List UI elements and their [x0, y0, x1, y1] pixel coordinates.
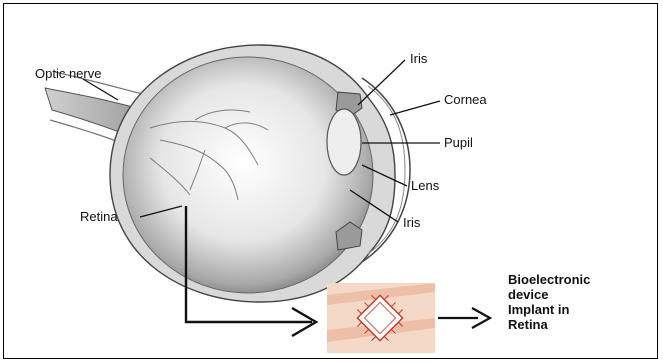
label-iris-top: Iris — [410, 52, 427, 65]
label-optic-nerve: Optic nerve — [35, 67, 101, 80]
label-lens: Lens — [411, 179, 439, 192]
device-caption-line: Retina — [508, 317, 590, 332]
device-caption-line: Implant in — [508, 302, 590, 317]
label-iris-bottom: Iris — [403, 216, 420, 229]
label-retina: Retina — [80, 210, 118, 223]
label-pupil: Pupil — [444, 136, 473, 149]
device-caption-line: device — [508, 287, 590, 302]
device-caption: Bioelectronic device Implant in Retina — [508, 272, 590, 332]
label-cornea: Cornea — [444, 93, 487, 106]
lens-shape — [327, 109, 361, 175]
implant-chip — [327, 283, 435, 353]
eyeball-shape — [123, 57, 373, 293]
device-caption-line: Bioelectronic — [508, 272, 590, 287]
